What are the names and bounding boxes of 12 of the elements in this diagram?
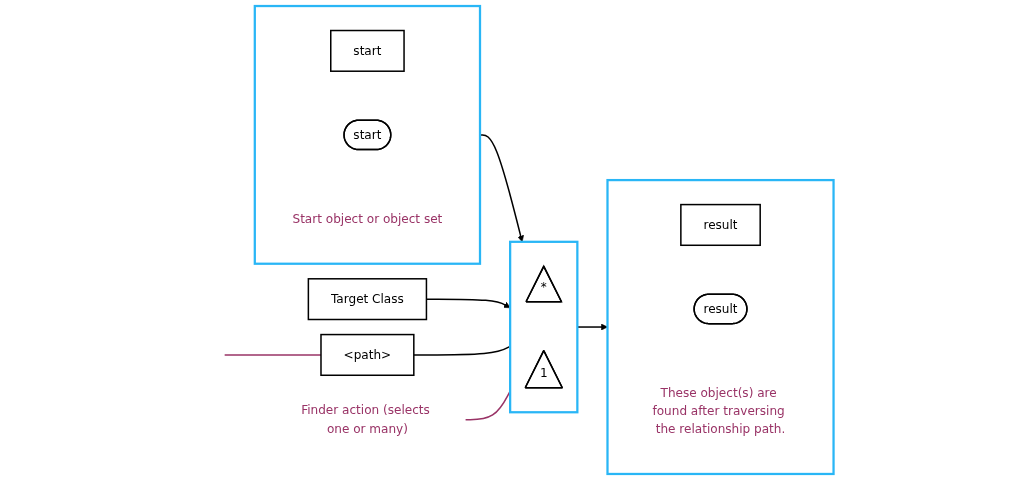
node-label: These object(s) are found after traversing the relationship path.: [652, 385, 786, 436]
connector: [413, 345, 511, 356]
node-box: <path>: [320, 333, 415, 376]
connector: [464, 390, 511, 421]
node-label: Start object or object set: [292, 211, 443, 226]
cluster: [253, 4, 482, 265]
node-box: start: [330, 29, 405, 72]
node-text: Finder action (selects one or many): [301, 403, 430, 436]
node-box: result: [680, 203, 761, 247]
cluster: [509, 240, 579, 414]
node-box: Target Class: [307, 278, 428, 321]
cluster: [606, 178, 835, 476]
